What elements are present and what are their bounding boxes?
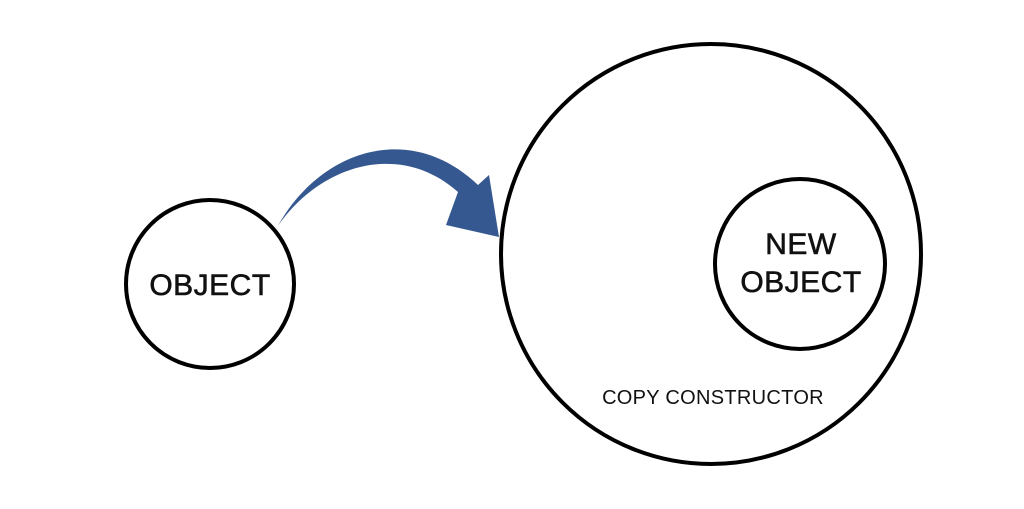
new-object-label-line2: OBJECT (740, 266, 861, 299)
copy-constructor-circle (499, 42, 923, 466)
copy-constructor-node: COPY CONSTRUCTOR (499, 42, 923, 466)
copy-constructor-label: COPY CONSTRUCTOR (602, 387, 824, 409)
new-object-node: NEW OBJECT (713, 177, 887, 351)
new-object-circle (713, 177, 887, 351)
curved-arrow-icon (278, 149, 499, 237)
object-label: OBJECT (149, 269, 270, 302)
object-circle (124, 198, 296, 370)
object-node: OBJECT (124, 198, 296, 370)
new-object-label-line1: NEW (765, 228, 837, 261)
